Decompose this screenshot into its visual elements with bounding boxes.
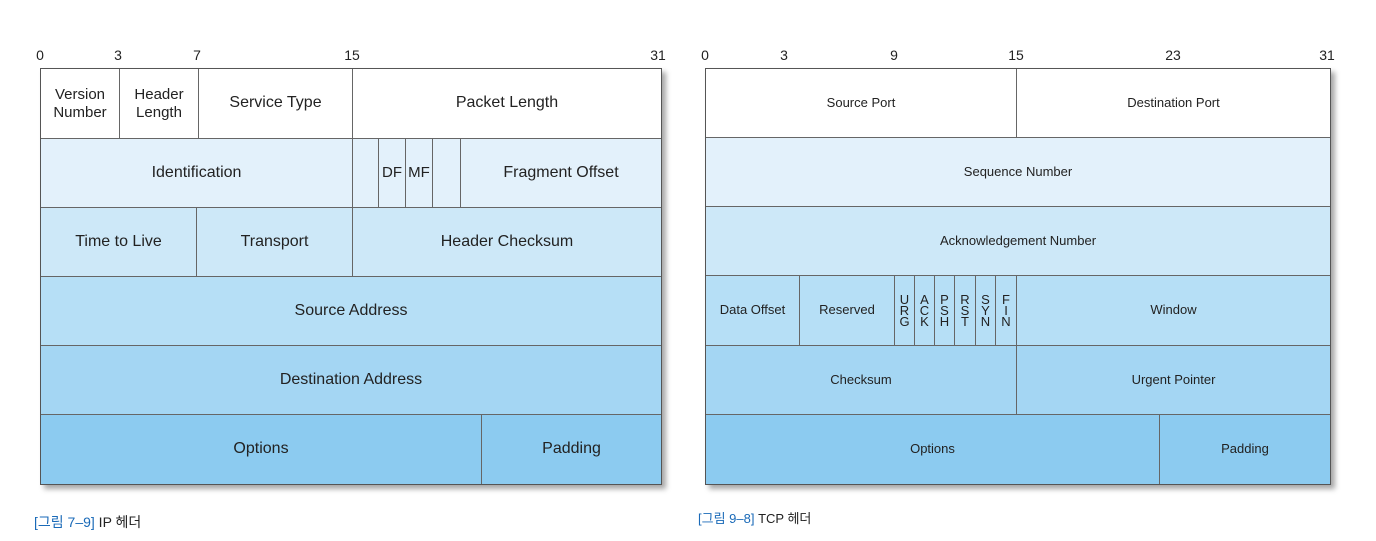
flag-letter: N — [980, 314, 991, 329]
urgent-pointer-field: Urgent Pointer — [1131, 371, 1216, 387]
ip-row-4: Source Address — [41, 277, 661, 345]
options-field: Options — [41, 415, 482, 484]
bit-label: 15 — [1008, 47, 1024, 63]
bit-label: 7 — [193, 47, 201, 63]
packet-length-field: Packet Length — [455, 94, 559, 112]
version-field: Version Number — [41, 69, 120, 138]
reserved-flag-field — [353, 139, 379, 207]
time-to-live-field: Time to Live — [41, 208, 197, 276]
source-port-field: Source Port — [706, 69, 1017, 137]
row-divider — [706, 206, 1330, 207]
figure-number: [그림 7–9] — [34, 514, 95, 530]
reserved-field: Reserved — [800, 276, 895, 345]
row-divider — [41, 207, 661, 208]
bit-label: 3 — [114, 47, 122, 63]
tcp-figure-caption: [그림 9–8] TCP 헤더 — [698, 508, 811, 527]
syn-flag-field: S Y N — [976, 276, 996, 345]
row-divider — [41, 138, 661, 139]
flag-letter: U — [899, 292, 910, 307]
row-divider — [41, 276, 661, 277]
tcp-row-2: Sequence Number — [706, 138, 1330, 206]
row-divider — [41, 345, 661, 346]
bit-label: 15 — [344, 47, 360, 63]
header-length-label-line1: Header — [134, 86, 184, 104]
bit-label: 3 — [780, 47, 788, 63]
flag-letter: G — [899, 314, 910, 329]
tcp-row-5: Checksum Urgent Pointer — [706, 346, 1330, 414]
acknowledgement-number-field: Acknowledgement Number — [939, 232, 1097, 248]
flag-letter: S — [981, 292, 990, 307]
ip-header-frame: Version Number Header Length Service Typ… — [40, 68, 662, 485]
service-type-field: Service Type — [199, 69, 353, 138]
figure-number: [그림 9–8] — [698, 511, 755, 526]
checksum-field: Checksum — [706, 346, 1017, 414]
figure-title: IP 헤더 — [94, 514, 142, 530]
row-divider — [41, 414, 661, 415]
row-divider — [706, 345, 1330, 346]
options-field: Options — [706, 415, 1160, 484]
flag-letter: S — [960, 303, 970, 318]
destination-address-field: Destination Address — [279, 370, 423, 388]
flag-letter: S — [940, 303, 949, 318]
flag-letter: T — [961, 314, 969, 329]
flag-letter: H — [939, 314, 950, 329]
row-divider — [706, 414, 1330, 415]
header-length-label-line2: Length — [136, 103, 182, 121]
flag-letter: K — [920, 314, 929, 329]
version-label-line2: Number — [53, 103, 107, 121]
bit-label: 23 — [1165, 47, 1181, 63]
unused-flag-field — [433, 139, 461, 207]
transport-field: Transport — [197, 208, 353, 276]
fragment-offset-field: Fragment Offset — [503, 163, 619, 181]
flag-letter: N — [1001, 314, 1011, 329]
version-label-line1: Version — [54, 86, 106, 104]
ip-row-5: Destination Address — [41, 346, 661, 414]
flag-letter: F — [1002, 292, 1010, 307]
mf-flag-field: MF — [406, 139, 433, 207]
header-length-field: Header Length — [120, 69, 199, 138]
flag-letter: C — [919, 303, 930, 318]
sequence-number-field: Sequence Number — [963, 163, 1073, 179]
flag-letter: I — [1004, 303, 1008, 318]
ack-flag-field: A C K — [915, 276, 935, 345]
flag-letter: R — [960, 292, 970, 307]
header-checksum-field: Header Checksum — [440, 232, 574, 250]
fin-flag-field: F I N — [996, 276, 1017, 345]
ip-figure-caption: [그림 7–9] IP 헤더 — [34, 512, 141, 532]
bit-label: 0 — [701, 47, 709, 63]
bit-label: 0 — [36, 47, 44, 63]
df-flag-field: DF — [379, 139, 406, 207]
tcp-row-3: Acknowledgement Number — [706, 207, 1330, 275]
destination-port-field: Destination Port — [1127, 94, 1220, 110]
psh-flag-field: P S H — [935, 276, 955, 345]
identification-field: Identification — [41, 139, 353, 207]
figure-title: TCP 헤더 — [754, 511, 812, 526]
row-divider — [706, 275, 1330, 276]
window-field: Window — [1150, 302, 1197, 318]
ip-row-1: Version Number Header Length Service Typ… — [41, 69, 661, 138]
flag-letter: A — [920, 292, 929, 307]
tcp-header-frame: Source Port Destination Port Sequence Nu… — [705, 68, 1331, 485]
bit-label: 31 — [650, 47, 666, 63]
rst-flag-field: R S T — [955, 276, 976, 345]
data-offset-field: Data Offset — [706, 276, 800, 345]
tcp-row-6: Options Padding — [706, 415, 1330, 484]
tcp-row-4: Data Offset Reserved U R G A C K P S H R… — [706, 276, 1330, 345]
flag-letter: Y — [981, 303, 990, 318]
padding-field: Padding — [1221, 441, 1269, 457]
ip-row-3: Time to Live Transport Header Checksum — [41, 208, 661, 276]
urg-flag-field: U R G — [895, 276, 915, 345]
flag-letter: R — [899, 303, 910, 318]
bit-label: 31 — [1319, 47, 1335, 63]
source-address-field: Source Address — [294, 301, 408, 319]
ip-row-2: Identification DF MF Fragment Offset — [41, 139, 661, 207]
row-divider — [706, 137, 1330, 138]
bit-label: 9 — [890, 47, 898, 63]
ip-row-6: Options Padding — [41, 415, 661, 484]
flag-letter: P — [940, 292, 949, 307]
tcp-row-1: Source Port Destination Port — [706, 69, 1330, 137]
padding-field: Padding — [542, 440, 601, 458]
